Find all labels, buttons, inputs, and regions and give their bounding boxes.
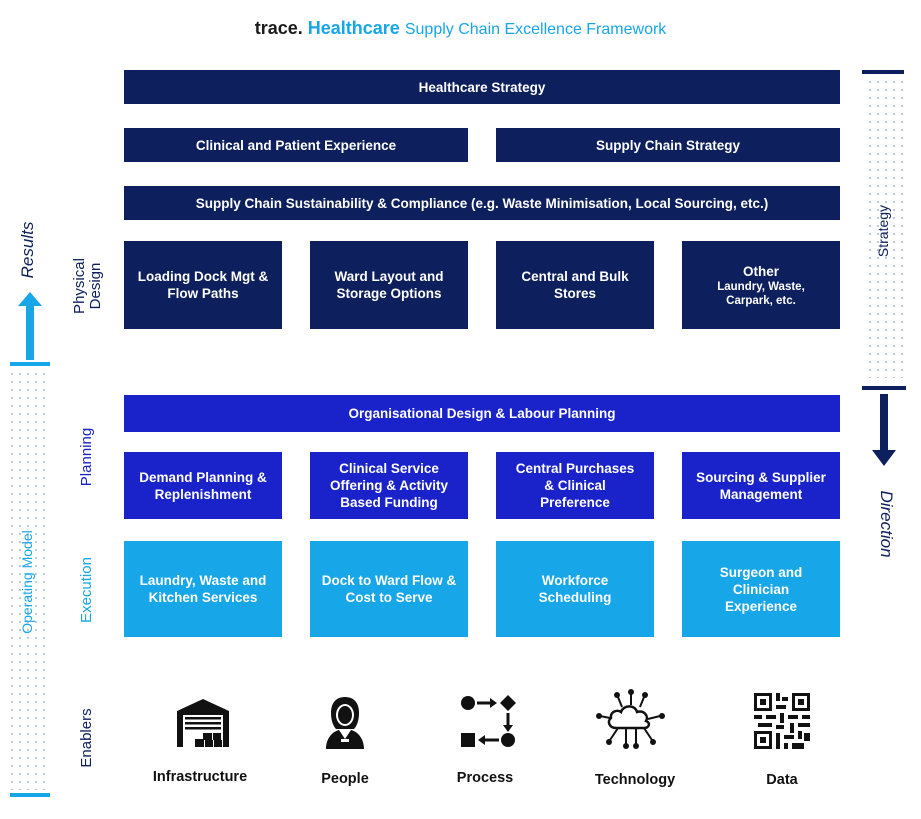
clinical-patient-box: Clinical and Patient Experience	[124, 128, 468, 162]
dock-ward-label: Dock to Ward Flow & Cost to Serve	[321, 573, 457, 605]
cloud-network-icon	[596, 689, 665, 749]
operating-model-label: Operating Model	[19, 525, 39, 639]
central-purchases-label: Central Purchases & Clinical Preference	[515, 461, 635, 510]
clinical-patient-label: Clinical and Patient Experience	[195, 137, 397, 153]
sustainability-label: Supply Chain Sustainability & Compliance…	[195, 195, 769, 211]
other-box: Other Laundry, Waste, Carpark, etc.	[682, 241, 840, 329]
left-dot-pattern	[8, 370, 48, 790]
central-bulk-label: Central and Bulk Stores	[521, 269, 629, 301]
direction-text: Direction	[877, 490, 896, 558]
supply-chain-strategy-box: Supply Chain Strategy	[496, 128, 840, 162]
process-icon	[461, 695, 516, 747]
physical-design-text: Physical Design	[71, 258, 104, 314]
operating-model-text: Operating Model	[19, 530, 35, 634]
enabler-infrastructure-label: Infrastructure	[152, 769, 248, 785]
execution-text: Execution	[78, 557, 95, 623]
ward-layout-label: Ward Layout and Storage Options	[334, 269, 444, 301]
clinical-service-label: Clinical Service Offering & Activity Bas…	[329, 461, 448, 510]
direction-arrow-icon	[862, 386, 906, 466]
right-top-bar	[862, 70, 904, 74]
central-bulk-box: Central and Bulk Stores	[496, 241, 654, 329]
supply-chain-strategy-label: Supply Chain Strategy	[595, 137, 741, 153]
sourcing-box: Sourcing & Supplier Management	[682, 452, 840, 519]
workforce-label: Workforce Scheduling	[538, 573, 612, 605]
other-subtitle: Laundry, Waste, Carpark, etc.	[717, 280, 805, 307]
workforce-box: Workforce Scheduling	[496, 541, 654, 637]
enablers-text: Enablers	[78, 708, 95, 768]
surgeon-label: Surgeon and Clinician Experience	[719, 564, 803, 614]
clinical-service-box: Clinical Service Offering & Activity Bas…	[310, 452, 468, 519]
brand-name: trace.	[254, 18, 303, 38]
enabler-technology-label: Technology	[594, 772, 676, 788]
other-title: Other	[742, 263, 779, 279]
person-icon	[326, 697, 364, 749]
enabler-people-label: People	[321, 771, 369, 787]
right-dot-pattern	[866, 78, 906, 378]
title-highlight: Healthcare	[307, 18, 400, 38]
enabler-process-label: Process	[456, 770, 514, 786]
org-design-box: Organisational Design & Labour Planning	[124, 395, 840, 432]
sourcing-label: Sourcing & Supplier Management	[696, 469, 826, 502]
demand-planning-box: Demand Planning & Replenishment	[124, 452, 282, 519]
ward-layout-box: Ward Layout and Storage Options	[310, 241, 468, 329]
healthcare-strategy-label: Healthcare Strategy	[418, 79, 546, 95]
dock-ward-box: Dock to Ward Flow & Cost to Serve	[310, 541, 468, 637]
direction-label: Direction	[874, 474, 896, 574]
loading-dock-box: Loading Dock Mgt & Flow Paths	[124, 241, 282, 329]
results-arrow-icon	[10, 292, 50, 366]
sustainability-box: Supply Chain Sustainability & Compliance…	[124, 186, 840, 220]
loading-dock-label: Loading Dock Mgt & Flow Paths	[137, 269, 269, 301]
enablers-row-label: Enablers	[78, 688, 97, 788]
central-purchases-box: Central Purchases & Clinical Preference	[496, 452, 654, 519]
page-title: trace. Healthcare Supply Chain Excellenc…	[0, 18, 921, 39]
left-bottom-bar	[10, 793, 50, 797]
laundry-label: Laundry, Waste and Kitchen Services	[139, 573, 267, 605]
strategy-side-text: Strategy	[875, 204, 891, 258]
strategy-side-label: Strategy	[875, 181, 893, 281]
surgeon-box: Surgeon and Clinician Experience	[682, 541, 840, 637]
healthcare-strategy-box: Healthcare Strategy	[124, 70, 840, 104]
planning-text: Planning	[78, 427, 95, 487]
execution-row-label: Execution	[78, 540, 97, 640]
org-design-label: Organisational Design & Labour Planning	[348, 406, 616, 421]
planning-row-label: Planning	[78, 407, 97, 507]
physical-design-row-label: Physical Design	[71, 236, 108, 336]
warehouse-icon	[177, 699, 229, 747]
laundry-box: Laundry, Waste and Kitchen Services	[124, 541, 282, 637]
results-label: Results	[18, 200, 40, 300]
qr-code-icon	[754, 693, 810, 749]
enabler-data-label: Data	[766, 772, 798, 788]
results-text: Results	[18, 221, 37, 279]
demand-planning-label: Demand Planning & Replenishment	[139, 469, 267, 502]
title-rest: Supply Chain Excellence Framework	[404, 21, 667, 38]
